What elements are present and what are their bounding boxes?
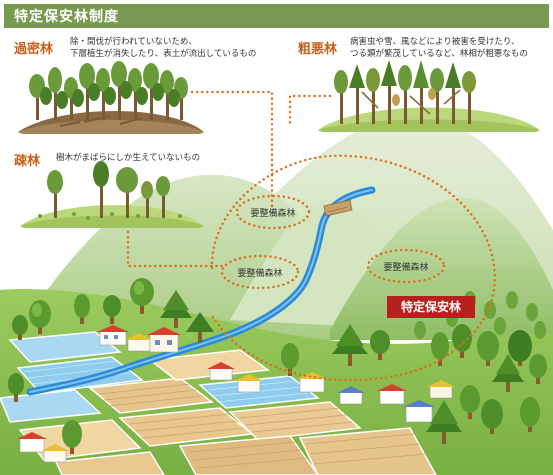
- dam: [323, 199, 353, 217]
- oval-label-left: 要整備森林: [237, 269, 283, 279]
- oval-right: [366, 248, 446, 284]
- houses: [17, 325, 455, 463]
- right-mountain: [330, 197, 553, 340]
- dotted-connectors: [126, 90, 496, 382]
- connector-kamitsu: [190, 90, 274, 212]
- kamitsu-description-line-2: 下層植生が消失したり、表土が流出しているもの: [70, 49, 257, 59]
- farm-fields: [0, 331, 437, 475]
- sorin-title: 疎林: [14, 154, 41, 169]
- soaku-description-line-1: 病害虫や雪、風などにより被害を受けたり、: [350, 37, 520, 47]
- designation-arc: [210, 154, 496, 382]
- header-bar: [4, 4, 549, 28]
- sorin-forest-vignette: [20, 161, 204, 228]
- oval-left: [220, 254, 300, 290]
- kamitsu-description-line-1: 除・間伐が行われていないため、: [70, 37, 197, 47]
- oval-label-top: 要整備森林: [250, 209, 296, 219]
- designation-badge: 特定保安林: [387, 296, 475, 318]
- page-title: 特定保安林制度: [14, 9, 119, 25]
- sorin-description: 樹木がまばらにしか生えていないもの: [56, 153, 201, 163]
- kamitsu-title: 過密林: [14, 42, 54, 57]
- oval-top: [235, 194, 311, 230]
- mountain-trees: [414, 291, 546, 339]
- oval-label-right: 要整備森林: [383, 263, 429, 273]
- soaku-title: 粗悪林: [298, 42, 338, 57]
- kamitsu-forest-vignette: [18, 61, 204, 134]
- connector-soaku: [288, 94, 332, 126]
- connector-sorin: [126, 230, 224, 268]
- plain-trees: [8, 278, 547, 454]
- soaku-forest-vignette: [318, 60, 540, 132]
- soaku-description-line-2: つる類が繁茂しているなど、林相が粗悪なもの: [350, 49, 528, 59]
